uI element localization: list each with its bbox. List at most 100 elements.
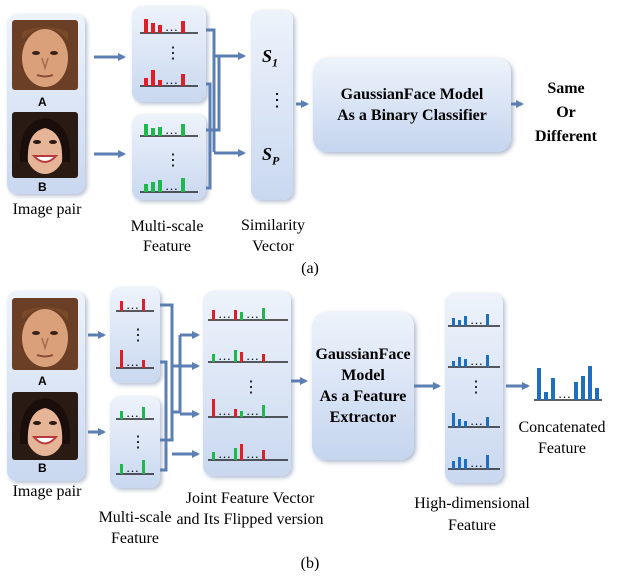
joint-row-1-bar3 [240, 312, 243, 320]
joint-row-1-ellipsis4: … [246, 306, 259, 321]
hist-a-green-top-bar-r0 [181, 124, 185, 136]
hist-b-green-bottom-bar-l0 [120, 464, 123, 474]
highdim-row-3-bar-r0 [486, 417, 489, 427]
model-a-line1: GaussianFace Model [340, 86, 484, 103]
face-b-label: B [38, 180, 47, 194]
highdim-row-3-bar-l0 [452, 413, 455, 427]
joint-row-2-bar2 [234, 350, 237, 362]
hist-b-red-top-ellipsis: … [126, 297, 139, 312]
highdim-row-4-ellipsis: … [470, 455, 483, 470]
bracket-b-2 [160, 360, 168, 472]
joint-row-2-bar5 [262, 354, 265, 362]
face-image-a [12, 20, 78, 90]
highdim-row-3-ellipsis: … [470, 413, 483, 428]
joint-row-1-bar2 [234, 310, 237, 320]
multiscale-label-a-line2: Feature [143, 238, 191, 255]
hist-a-green-bottom-bar-l2 [158, 180, 162, 192]
concat-feature-glyph: … [534, 366, 602, 401]
image-pair-label-b: Image pair [12, 483, 82, 500]
joint-row-3-ellipsis4: … [246, 403, 259, 418]
joint-row-1-bar0 [212, 310, 215, 320]
concat-bar-l1 [544, 392, 548, 400]
hist-b-green-bottom-bar-r0 [142, 460, 145, 474]
output-same: Same [547, 80, 585, 97]
hist-a-red-bottom-bar-l0 [144, 78, 148, 86]
face-b-label-b: B [38, 461, 47, 475]
joint-row-2: …… [208, 348, 288, 363]
model-b-line4: Extractor [329, 409, 397, 426]
joint-row-4-bar3 [240, 444, 243, 460]
highdim-row-2-bar-l1 [458, 357, 461, 367]
vdots-highdim: ⋮ [468, 379, 484, 396]
similarity-sp: SP [262, 144, 280, 168]
similarity-label-line2: Vector [252, 238, 294, 255]
joint-row-4-bar0 [212, 452, 215, 460]
hist-a-red-top-bar-r0 [181, 21, 185, 33]
face-a-label: A [38, 95, 47, 109]
gaussianface-classifier-box: GaussianFace Model As a Binary Classifie… [313, 58, 511, 152]
joint-row-1-ellipsis1: … [218, 306, 231, 321]
joint-row-1: …… [208, 306, 288, 321]
highdim-row-1-bar-l1 [458, 320, 461, 326]
joint-row-3-ellipsis1: … [218, 403, 231, 418]
concat-ellipsis: … [558, 386, 571, 401]
hist-b-red-top: … [116, 297, 154, 312]
similarity-label-line1: Similarity [241, 217, 305, 234]
highdim-row-4-bar-l2 [464, 459, 467, 469]
highdim-row-1-bar-l2 [464, 316, 467, 326]
multiscale-panel-b-top [110, 287, 160, 383]
highdim-row-4-bar-r0 [486, 455, 489, 469]
model-b-line3: As a Feature [319, 388, 407, 405]
similarity-vector-panel [251, 10, 293, 200]
bracket-a-2 [206, 82, 212, 190]
bracket-b-3 [172, 335, 182, 414]
similarity-s1: S1 [262, 46, 279, 70]
multiscale-label-b-line1: Multi-scale [98, 509, 172, 526]
joint-row-1-bar5 [262, 308, 265, 320]
vdots-a-red: ⋮ [165, 45, 181, 62]
joint-row-2-bar3 [240, 352, 243, 362]
highdim-row-2-ellipsis: … [470, 353, 483, 368]
joint-row-2-bar0 [212, 354, 215, 362]
joint-row-3-bar5 [262, 405, 265, 417]
highdim-label-line2: Feature [448, 517, 496, 534]
hist-a-red-top-bar-l2 [158, 25, 162, 33]
vdots-joint: ⋮ [243, 379, 259, 396]
concat-bar-r3 [595, 388, 599, 400]
hist-a-green-bottom-bar-r0 [181, 178, 185, 192]
joint-row-3-bar0 [212, 399, 215, 417]
output-or: Or [556, 104, 576, 121]
hist-a-green-top-bar-l0 [144, 124, 148, 136]
concat-bar-r1 [581, 376, 585, 400]
highdim-row-2-bar-r0 [486, 355, 489, 367]
hist-a-green-top-ellipsis: … [165, 122, 178, 137]
highdim-row-3-bar-l1 [458, 419, 461, 427]
hist-b-green-top-bar-r0 [142, 407, 145, 419]
hist-b-red-bottom-bar-r0 [142, 360, 145, 368]
hist-b-red-bottom-ellipsis: … [126, 354, 139, 369]
hist-a-red-top-bar-l0 [144, 19, 148, 33]
hist-b-green-top: … [116, 405, 154, 420]
hist-b-red-bottom-bar-l0 [120, 350, 123, 368]
bracket-a-1 [206, 28, 216, 152]
hist-b-green-top-ellipsis: … [126, 405, 139, 420]
concat-label-line1: Concatenated [518, 419, 606, 436]
joint-row-4: …… [208, 444, 288, 461]
hist-a-red-top-ellipsis: … [165, 19, 178, 34]
hist-a-green-bottom-ellipsis: … [165, 178, 178, 193]
image-pair-label-a: Image pair [12, 201, 82, 218]
highdim-row-4-bar-l0 [452, 461, 455, 469]
vdots-b-red: ⋮ [130, 327, 146, 344]
face-a-label-b: A [38, 374, 47, 388]
joint-row-4-bar5 [262, 450, 265, 460]
bracket-a-3 [206, 56, 221, 132]
hist-a-green-bottom: … [140, 178, 198, 193]
highdim-row-4: … [448, 455, 500, 470]
concat-label-line2: Feature [538, 440, 586, 457]
hist-b-red-top-bar-r0 [142, 299, 145, 311]
concat-bar-r0 [574, 382, 578, 400]
hist-b-green-bottom-ellipsis: … [126, 460, 139, 475]
joint-row-4-ellipsis1: … [218, 446, 231, 461]
highdim-row-2-bar-l2 [464, 359, 467, 367]
